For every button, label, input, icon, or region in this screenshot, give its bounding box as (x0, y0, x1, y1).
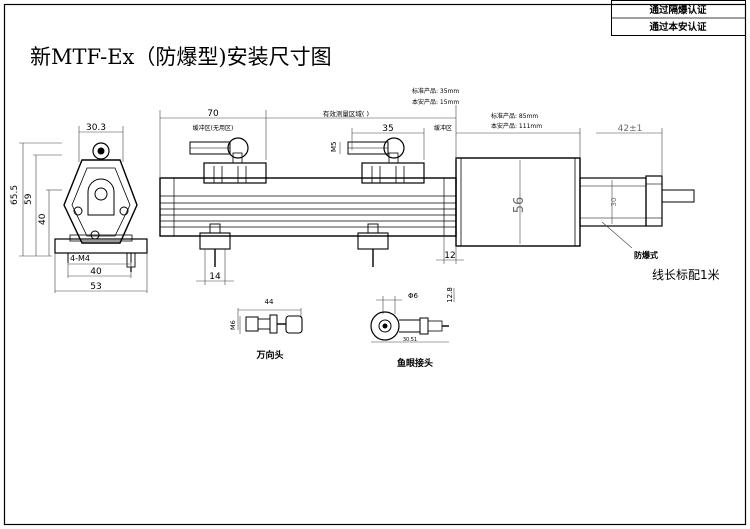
dim-70: 70 (207, 109, 219, 119)
label-buffer-zone-right: 缓冲区 (434, 124, 452, 132)
dim-53: 53 (90, 282, 101, 292)
dim-4-m4: 4-M4 (70, 254, 90, 263)
dim-35: 35 (382, 124, 393, 134)
label-fish-eye-joint: 鱼眼接头 (397, 357, 433, 369)
dim-65-5: 65.5 (10, 185, 20, 205)
dim-phi6: Φ6 (408, 292, 419, 300)
cable-gland (579, 175, 695, 227)
dim-30-rod: 30 (610, 198, 618, 207)
cert-flameproof: 通过隔爆认证 (649, 4, 707, 16)
dim-m6: M6 (229, 320, 237, 330)
cert-intrinsic: 通过本安认证 (649, 21, 707, 33)
dim-30-51: 30.51 (403, 337, 417, 343)
mount-clamp-right (357, 223, 389, 267)
magnet-slider-right (347, 137, 425, 184)
label-universal-joint: 万向头 (255, 349, 283, 361)
dim-59: 59 (24, 193, 34, 205)
dim-56: 56 (512, 197, 527, 214)
magnet-slider-left (189, 137, 267, 184)
label-explosion-proof: 防爆式 (634, 250, 658, 260)
end-view-dimensions: 30.3 65.5 59 40 4-M4 40 53 (10, 123, 148, 293)
label-std-35: 标准产品: 35mm (412, 87, 459, 95)
fish-eye-joint: Φ6 12.8 30.51 鱼眼接头 (370, 287, 455, 369)
dim-14: 14 (209, 272, 221, 282)
drawing-frame (3, 3, 747, 526)
label-buffer-zone-left: 缓冲区(无用区) (193, 124, 234, 132)
end-view (54, 142, 148, 272)
label-cable-note: 线长标配1米 (652, 268, 720, 282)
dim-44: 44 (265, 298, 274, 306)
dim-m5: M5 (330, 142, 338, 153)
dim-42: 42±1 (618, 124, 643, 134)
dim-12: 12 (444, 251, 455, 261)
dim-40-left: 40 (38, 213, 48, 225)
mount-clamp-left (199, 223, 231, 267)
dim-40-bottom: 40 (90, 267, 102, 277)
dim-12-8: 12.8 (446, 287, 454, 303)
certification-box: 通过隔爆认证 通过本安认证 (611, 0, 746, 36)
dim-30-3: 30.3 (86, 123, 106, 133)
drawing-title: 新MTF-Ex（防爆型)安装尺寸图 (30, 45, 332, 69)
universal-joint: 44 M6 万向头 (229, 298, 303, 361)
side-view (159, 137, 695, 267)
label-effective-range: 有效测量区域( ) (323, 109, 369, 118)
label-intrinsic-15: 本安产品: 15mm (412, 98, 459, 106)
label-intrinsic-111: 本安产品: 111mm (491, 122, 542, 130)
side-view-dimensions: 70 缓冲区(无用区) 有效测量区域( ) 35 M5 缓冲区 标准产品: 35… (159, 87, 720, 285)
label-std-85: 标准产品: 85mm (491, 112, 538, 120)
